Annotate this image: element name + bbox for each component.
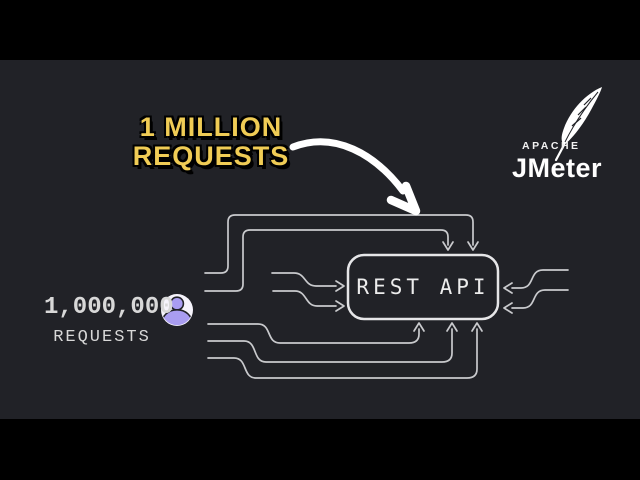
letterbox-bottom — [0, 419, 640, 480]
arrowhead-right-icon — [335, 280, 345, 292]
flow-line — [204, 214, 474, 274]
curved-arrow-icon — [289, 138, 421, 216]
rest-api-box — [346, 253, 500, 321]
arrowhead-down-icon — [442, 241, 454, 251]
arrowhead-right-icon — [335, 300, 345, 312]
flow-line — [207, 328, 453, 363]
flow-line — [204, 229, 449, 292]
flow-line — [207, 323, 420, 344]
headline-line2: REQUESTS — [132, 141, 290, 171]
flow-line — [511, 289, 569, 309]
arrowhead-left-icon — [503, 282, 513, 294]
flow-line — [272, 290, 337, 307]
arrowhead-up-icon — [413, 322, 425, 332]
arrowhead-down-icon — [467, 241, 479, 251]
arrowhead-up-icon — [446, 322, 458, 332]
jmeter-logo: APACHE JMeter — [512, 140, 622, 184]
diagram-svg — [161, 87, 602, 379]
headline-line1: 1 MILLION — [139, 112, 283, 142]
letterbox-top — [0, 0, 640, 60]
flow-lines — [204, 214, 569, 379]
jmeter-feather-icon — [554, 87, 602, 162]
flow-line — [207, 328, 478, 379]
logo-apache-text: APACHE — [522, 140, 581, 152]
flow-line — [271, 272, 337, 287]
headline: 1 MILLION REQUESTS — [116, 113, 306, 171]
flow-line — [511, 269, 569, 289]
logo-jmeter-text: JMeter — [512, 153, 603, 183]
request-count: 1,000,000 — [44, 294, 174, 321]
request-count-label: REQUESTS — [53, 328, 151, 347]
canvas: 1 MILLION REQUESTS 1,000,000 REQUESTS RE… — [0, 60, 640, 419]
rest-api-label: REST API — [356, 275, 490, 299]
user-avatar-icon — [161, 294, 193, 326]
arrowhead-up-icon — [471, 322, 483, 332]
arrowhead-left-icon — [503, 302, 513, 314]
